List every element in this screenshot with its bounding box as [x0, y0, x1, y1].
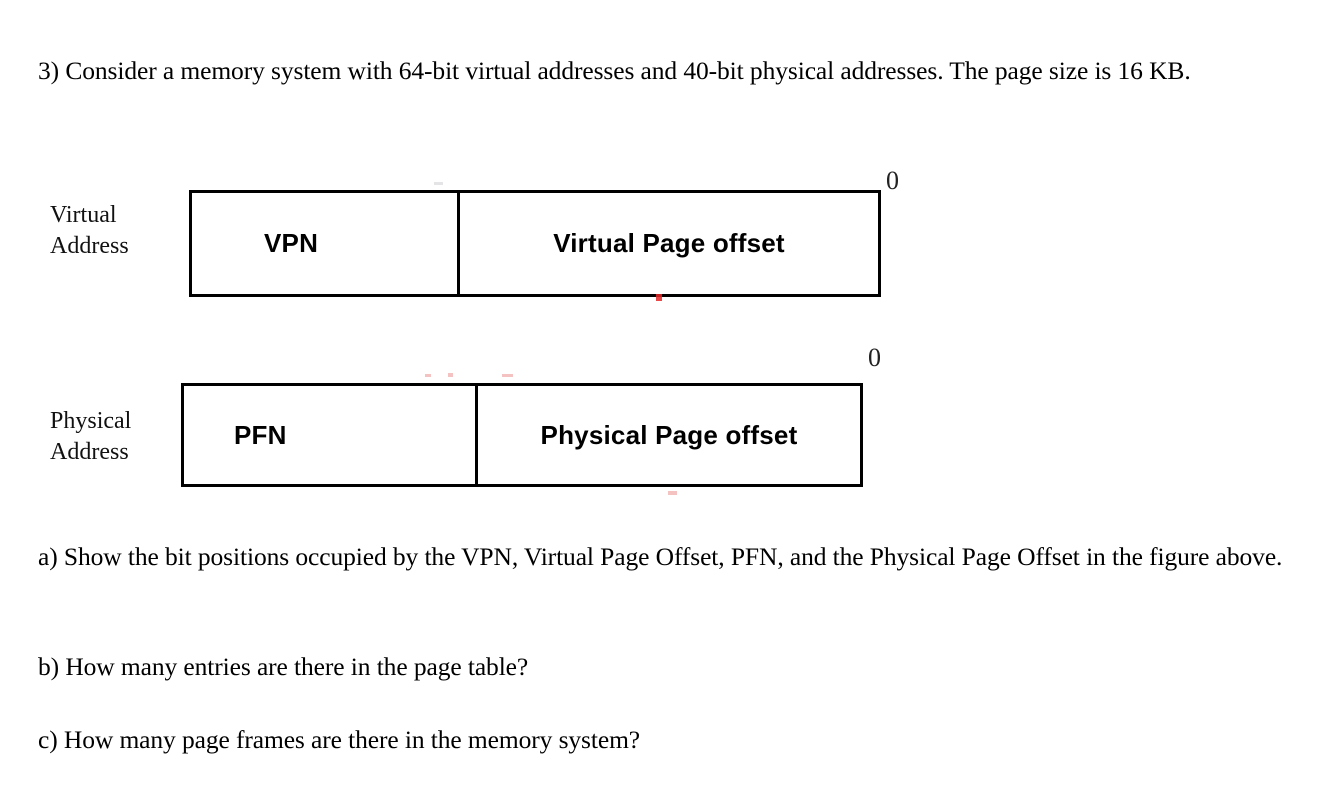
physical-address-label: Physical Address — [50, 406, 131, 468]
pfn-field: PFN — [234, 419, 287, 450]
physical-address-label-line2: Address — [50, 439, 129, 465]
scan-artifact — [425, 374, 431, 377]
scan-artifact — [668, 491, 677, 495]
physical-address-bit-marker-0: 0 — [868, 343, 881, 372]
question-part-b-text: b) How many entries are there in the pag… — [38, 652, 529, 681]
virtual-address-label-line2: Address — [50, 233, 129, 259]
scan-artifact — [434, 182, 443, 185]
physical-address-box: PFN Physical Page offset — [181, 383, 863, 487]
vpn-field: VPN — [264, 228, 319, 258]
scan-artifact — [502, 374, 513, 377]
question-part-a-text: a) Show the bit positions occupied by th… — [38, 542, 1283, 571]
virtual-address-label-line1: Virtual — [50, 202, 117, 228]
scan-artifact — [448, 373, 453, 377]
virtual-address-label: Virtual Address — [50, 200, 129, 262]
virtual-page-offset-field: Virtual Page offset — [457, 193, 878, 294]
physical-address-label-line1: Physical — [50, 408, 132, 434]
question-part-c-text: c) How many page frames are there in the… — [38, 725, 641, 754]
physical-page-offset-field: Physical Page offset — [475, 386, 860, 484]
virtual-address-box: VPN Virtual Page offset — [189, 190, 881, 297]
question-intro-text: 3) Consider a memory system with 64-bit … — [38, 56, 1191, 85]
virtual-address-bit-marker-0: 0 — [886, 166, 899, 195]
